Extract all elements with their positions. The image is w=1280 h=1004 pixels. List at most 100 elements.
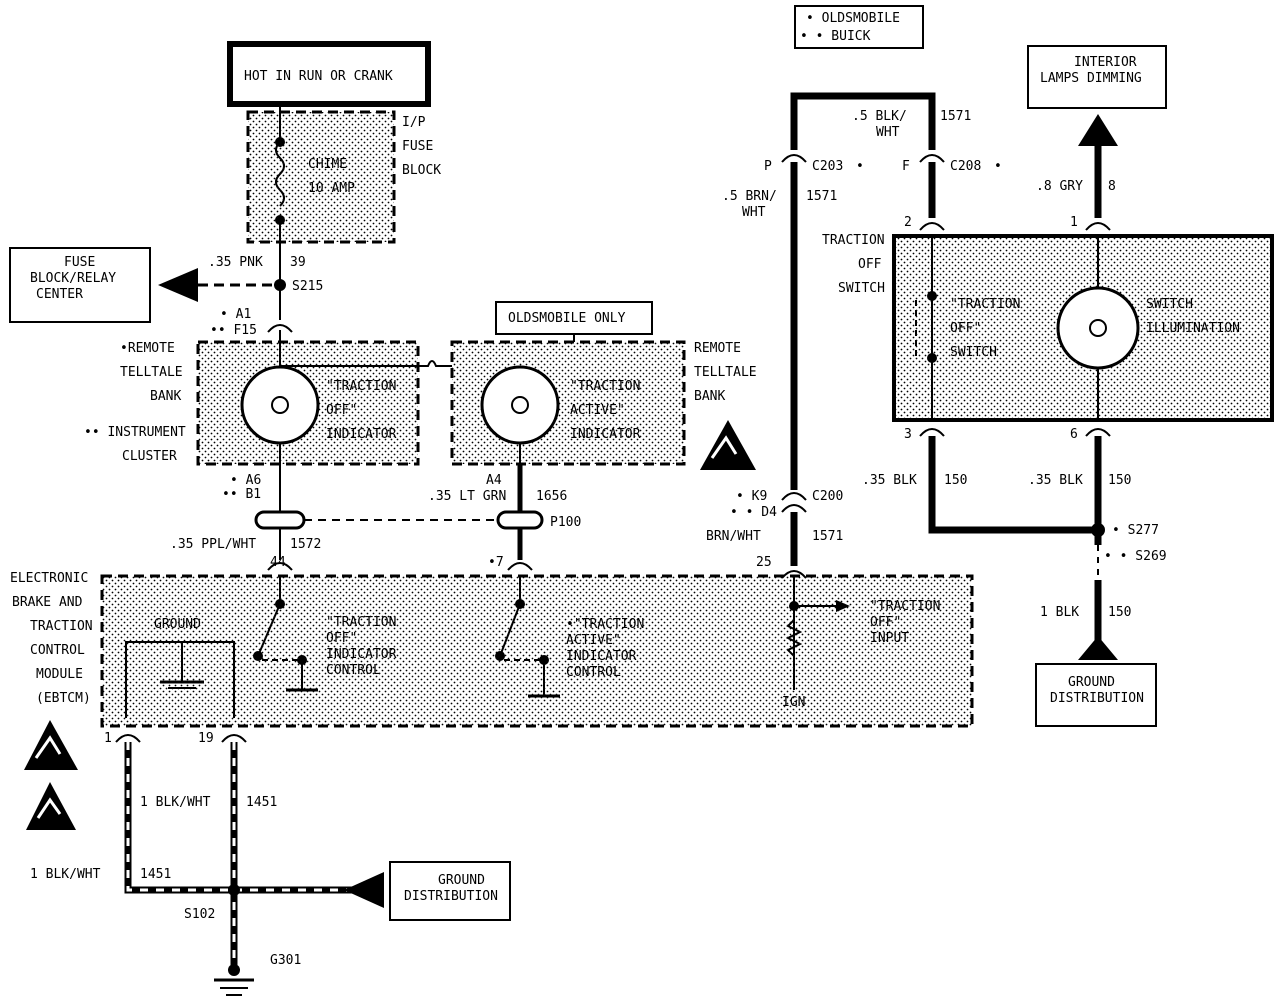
label-indicators-toff1: "TRACTION [326, 379, 396, 394]
label-right-d4: • • D4 [730, 505, 777, 520]
olds-only-label: OLDSMOBILE ONLY [495, 301, 653, 342]
label-top-hot: HOT IN RUN OR CRANK [244, 69, 393, 84]
label-wires-g301: G301 [270, 953, 301, 968]
label-gd_bottom-l2: DISTRIBUTION [404, 889, 498, 904]
label-indicators-ic2: CLUSTER [122, 449, 177, 464]
label-right-pin6: 6 [1070, 427, 1078, 442]
label-wires-blkwht_b_n: 1451 [140, 867, 171, 882]
label-right-f: F [902, 159, 910, 174]
arrow-up-icon [1078, 636, 1118, 660]
label-right-blk_a_n: 150 [944, 473, 967, 488]
label-wires-a6: • A6 [230, 473, 261, 488]
label-ebtcm-l2: BRAKE AND [12, 595, 83, 610]
label-wires-ltgrn: .35 LT GRN [428, 489, 506, 504]
label-indicators-toff2: OFF" [326, 403, 357, 418]
label-right-gry_n: 8 [1108, 179, 1116, 194]
ip-fuse-block: CHIME 10 AMP I/P FUSE BLOCK [246, 104, 441, 285]
label-right-c203: C203 [812, 159, 843, 174]
label-ebtcm-oc3: INDICATOR [326, 647, 397, 662]
label-ebtcm-in2: OFF" [870, 615, 901, 630]
label-right-sw3: SWITCH [950, 345, 997, 360]
label-wires-p44: 44 [270, 555, 286, 570]
label-right-pin3: 3 [904, 427, 912, 442]
label-right-c200: C200 [812, 489, 843, 504]
label-top-ip1: I/P [402, 115, 426, 130]
label-wires-pnk_n: 39 [290, 255, 306, 270]
arrow-up-icon [1078, 114, 1118, 146]
label-wires-p100: P100 [550, 515, 581, 530]
label-right-blkwht: .5 BLK/ [852, 109, 907, 124]
label-right-pin2: 2 [904, 215, 912, 230]
traction-active-indicator: "TRACTION ACTIVE" INDICATOR [450, 340, 686, 466]
label-ebtcm-oc2: OFF" [326, 631, 357, 646]
label-right-gd2: DISTRIBUTION [1050, 691, 1144, 706]
ground-distribution-bottom: GROUND DISTRIBUTION [389, 861, 511, 921]
traction-off-switch: "TRACTION OFF" SWITCH SWITCH ILLUMINATIO… [892, 234, 1274, 422]
label-indicators-tact3: INDICATOR [570, 427, 641, 442]
label-right-p25: 25 [756, 555, 772, 570]
label-fuseblock-l2: BLOCK/RELAY [30, 271, 116, 286]
label-right-blkwht2: WHT [876, 125, 900, 140]
label-wires-pnk: .35 PNK [208, 255, 263, 270]
label-right-c208: C208 [950, 159, 981, 174]
label-fuseblock-l3: CENTER [36, 287, 83, 302]
label-ebtcm-oc1: "TRACTION [326, 615, 396, 630]
label-wires-s215: S215 [292, 279, 323, 294]
label-right-blk_b: .35 BLK [1028, 473, 1083, 488]
label-wires-blkwht_a_n: 1451 [246, 795, 277, 810]
label-indicators-toff3: INDICATOR [326, 427, 397, 442]
label-right-pin1: 1 [1070, 215, 1078, 230]
label-ebtcm-l1: ELECTRONIC [10, 571, 88, 586]
chime-label: CHIME [308, 157, 347, 172]
label-right-c208s: • [994, 159, 1002, 174]
label-right-blk_c_n: 150 [1108, 605, 1131, 620]
label-right-blk_a: .35 BLK [862, 473, 917, 488]
label-right-ild2: LAMPS DIMMING [1040, 71, 1142, 86]
label-top-chime2: 10 AMP [308, 181, 355, 196]
label-ebtcm-l5: MODULE [36, 667, 83, 682]
label-right-gry: .8 GRY [1036, 179, 1083, 194]
label-gd_bottom-l1: GROUND [438, 873, 485, 888]
label-right-blk_b_n: 150 [1108, 473, 1131, 488]
label-wires-f15: •• F15 [210, 323, 257, 338]
label-right-p: P [764, 159, 772, 174]
label-indicators-olds_only: OLDSMOBILE ONLY [508, 311, 626, 326]
label-ebtcm-oc4: CONTROL [326, 663, 381, 678]
legend-buick: • • BUICK [800, 29, 871, 44]
label-right-c203s: • [856, 159, 864, 174]
label-indicators-rtb_r3: BANK [694, 389, 725, 404]
label-right-brnwht: .5 BRN/ [722, 189, 777, 204]
label-indicators-tact1: "TRACTION [570, 379, 640, 394]
label-wires-blkwht_a: 1 BLK/WHT [140, 795, 211, 810]
label-right-ild1: INTERIOR [1074, 55, 1137, 70]
esd-warning-icon [24, 720, 78, 830]
label-right-n1571c: 1571 [812, 529, 843, 544]
label-right-il1: SWITCH [1146, 297, 1193, 312]
label-ebtcm-ign: IGN [782, 695, 805, 710]
label-ebtcm-ac1: •"TRACTION [566, 617, 644, 632]
label-ebtcm-l4: CONTROL [30, 643, 85, 658]
label-ebtcm-ac2: ACTIVE" [566, 633, 621, 648]
lamp-icon [240, 365, 320, 445]
label-indicators-rtb_r1: REMOTE [694, 341, 741, 356]
label-right-brnwht3: BRN/WHT [706, 529, 761, 544]
label-right-sw1: "TRACTION [950, 297, 1020, 312]
fuse-block-relay-center: FUSE BLOCK/RELAY CENTER [9, 247, 286, 323]
esd-warning-icon [700, 420, 756, 470]
legend: • OLDSMOBILE • • BUICK [794, 5, 924, 49]
label-right-brnwht2: WHT [742, 205, 766, 220]
label-right-tos3: SWITCH [838, 281, 885, 296]
label-indicators-tact2: ACTIVE" [570, 403, 625, 418]
label-wires-ltgrn_n: 1656 [536, 489, 567, 504]
label-right-n1571a: 1571 [940, 109, 971, 124]
label-wires-s102: S102 [184, 907, 215, 922]
label-right-sw2: OFF" [950, 321, 981, 336]
interior-lamps-dimming: INTERIOR LAMPS DIMMING [1027, 45, 1167, 109]
label-top-ip2: FUSE [402, 139, 433, 154]
label-top-ip3: BLOCK [402, 163, 441, 178]
label-right-n1571b: 1571 [806, 189, 837, 204]
label-wires-p7: •7 [488, 555, 504, 570]
label-ebtcm-in3: INPUT [870, 631, 909, 646]
label-wires-blkwht_b: 1 BLK/WHT [30, 867, 101, 882]
